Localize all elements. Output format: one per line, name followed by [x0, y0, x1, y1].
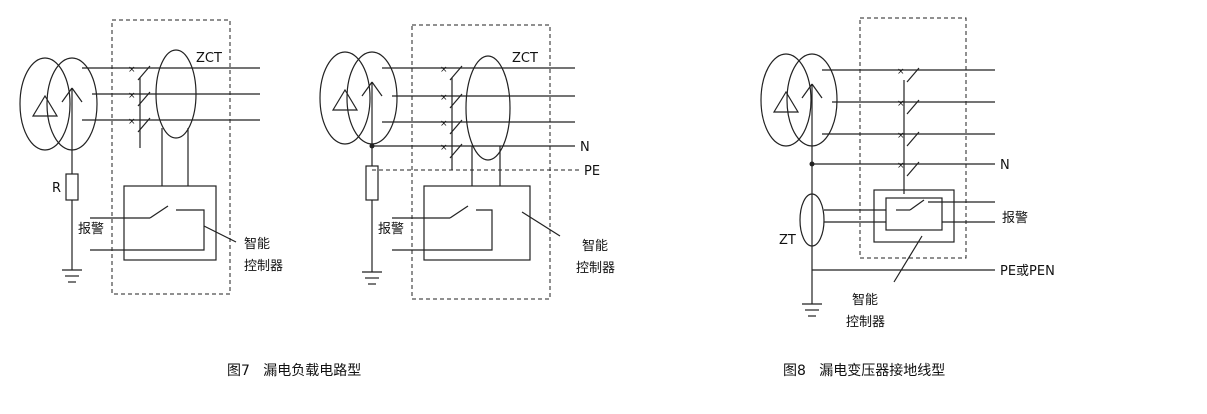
fig7-left-controller-label-2: 控制器	[244, 259, 283, 274]
fig7-right-transformer	[319, 51, 398, 146]
fig7-right-dashed-frame	[411, 24, 551, 300]
fig7-right-zct-ring	[465, 55, 511, 161]
fig7-right-controller-label-1: 智能	[582, 239, 608, 254]
fig8-circuit: × × × × N 报警 ZT PE或PEN 智能 控制器	[760, 17, 1055, 330]
svg-text:×: ×	[897, 161, 905, 171]
fig8-controller-label-1: 智能	[852, 293, 878, 308]
fig7-left-alarm-label: 报警	[78, 221, 104, 237]
fig7-left-transformer	[19, 57, 98, 151]
fig7-right-controller-box	[423, 185, 531, 261]
svg-text:×: ×	[440, 93, 448, 103]
fig7-left-circuit: × × × ZCT R 报警 智能 控制器	[19, 19, 283, 295]
svg-text:×: ×	[440, 143, 448, 153]
fig8-zt-label: ZT	[779, 233, 796, 248]
fig7-left-controller-label-1: 智能	[244, 237, 270, 252]
fig7-right-pe-label: PE	[584, 164, 600, 179]
fig7-left-controller-box	[123, 185, 217, 261]
svg-text:×: ×	[128, 91, 136, 101]
fig8-caption: 图8 漏电变压器接地线型	[783, 362, 945, 379]
fig7-right-alarm-label: 报警	[378, 221, 404, 237]
fig8-controller-inner	[885, 197, 943, 231]
fig8-controller-box	[873, 189, 955, 243]
svg-text:×: ×	[128, 65, 136, 75]
fig8-dashed-frame	[859, 17, 967, 259]
fig7-right-controller-label-2: 控制器	[576, 261, 615, 276]
svg-text:×: ×	[440, 65, 448, 75]
fig7-right-zct-label: ZCT	[512, 51, 538, 66]
svg-text:×: ×	[897, 99, 905, 109]
fig8-alarm-label: 报警	[1002, 210, 1028, 226]
fig7-caption: 图7 漏电负载电路型	[227, 363, 361, 379]
fig7-left-zct-ring	[155, 49, 197, 139]
fig8-zt-ring	[799, 193, 825, 247]
svg-text:×: ×	[897, 67, 905, 77]
svg-text:×: ×	[440, 119, 448, 129]
fig8-transformer	[760, 53, 838, 164]
fig7-left-dashed-frame	[111, 19, 231, 295]
fig7-left-zct-label: ZCT	[196, 51, 222, 66]
fig8-neutral-label: N	[1000, 158, 1010, 173]
fig8-pe-pen-label: PE或PEN	[1000, 264, 1055, 279]
fig7-right-neutral-label: N	[580, 140, 590, 155]
fig7-right-circuit: × × × × ZCT N PE 报警 智能 控制器	[319, 24, 615, 300]
svg-text:×: ×	[897, 131, 905, 141]
fig7-left-resistor-label: R	[52, 181, 61, 196]
fig8-controller-label-2: 控制器	[846, 315, 885, 330]
svg-text:×: ×	[128, 117, 136, 127]
